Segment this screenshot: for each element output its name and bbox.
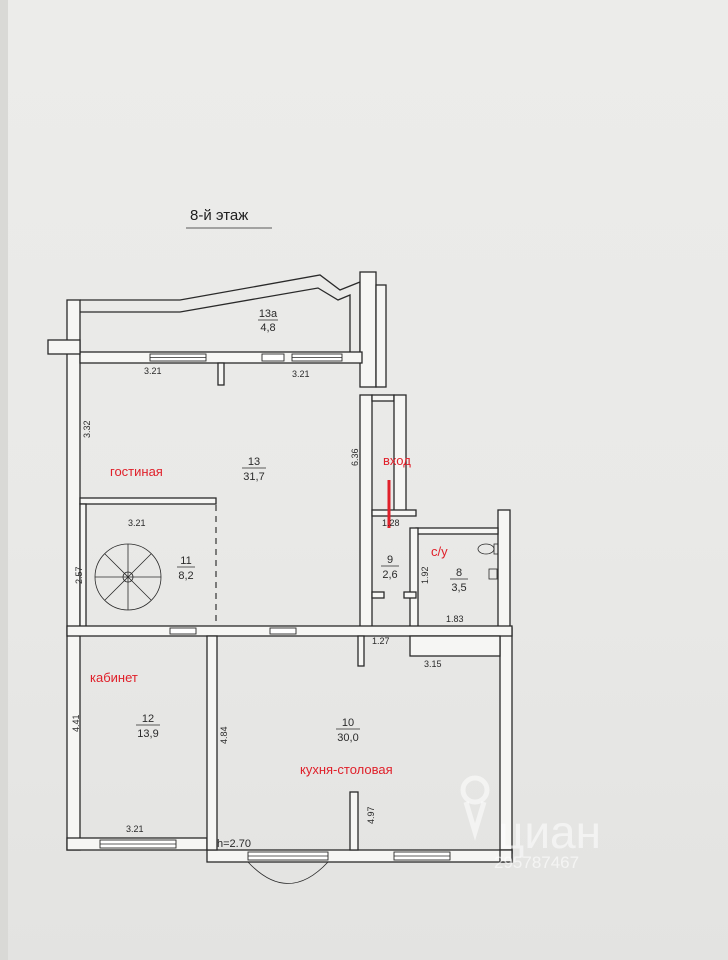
room-12-number: 12 — [142, 713, 154, 725]
dimension-label: 6.36 — [350, 448, 360, 466]
room-8-name: с/у — [431, 544, 448, 559]
room-11-number: 11 — [180, 555, 191, 567]
dimension-label: 1.27 — [372, 636, 390, 646]
room-13a-area: 4,8 — [260, 322, 275, 334]
floor-title: 8-й этаж — [190, 207, 248, 224]
dimension-label: 3.21 — [128, 518, 146, 528]
watermark-id: 295787467 — [494, 853, 579, 872]
room-10-area: 30,0 — [337, 732, 358, 744]
room-13a-number: 13а — [259, 308, 278, 320]
dimension-label: 1.28 — [382, 518, 400, 528]
interior-walls — [47, 339, 513, 851]
dimension-label: 3.21 — [292, 369, 310, 379]
dimension-label: 3.32 — [82, 420, 92, 438]
room-8-area: 3,5 — [451, 582, 466, 594]
dimension-label: 3.21 — [144, 366, 162, 376]
dimension-label: 4.97 — [366, 806, 376, 824]
ceiling-height: h=2.70 — [217, 838, 251, 850]
room-10-number: 10 — [342, 717, 354, 729]
watermark-brand: циан — [498, 806, 601, 858]
dimension-label: 1.83 — [446, 614, 464, 624]
outer-walls — [66, 271, 513, 863]
windows — [99, 353, 451, 884]
watermark: циан 295787467 — [460, 775, 601, 872]
room-11-area: 8,2 — [178, 570, 193, 582]
dimension-label: 3.15 — [424, 659, 442, 669]
room-12-area: 13,9 — [137, 728, 158, 740]
room-10-name: кухня-столовая — [300, 762, 393, 777]
room-12-name: кабинет — [90, 670, 138, 685]
room-9-area: 2,6 — [382, 569, 397, 581]
location-pin-icon — [460, 775, 490, 841]
dimension-label: 4.41 — [71, 714, 81, 732]
room-13-number: 13 — [248, 456, 260, 468]
room-9-number: 9 — [387, 554, 393, 566]
dimension-labels: 3.21 3.21 3.32 6.36 3.21 2.57 1.28 1.92 … — [71, 366, 464, 834]
room-labels: 13а 4,8 13 31,7 гостиная 11 8,2 9 2,6 8 … — [90, 308, 468, 777]
entrance-label: вход — [383, 453, 411, 468]
toilet-icon — [477, 543, 499, 555]
dimension-label: 4.84 — [219, 726, 229, 744]
dimension-label: 3.21 — [126, 824, 144, 834]
room-8-number: 8 — [456, 567, 462, 579]
room-13-area: 31,7 — [243, 471, 264, 483]
room-13-name: гостиная — [110, 464, 163, 479]
dimension-label: 2.57 — [74, 566, 84, 584]
sink-icon — [488, 568, 498, 580]
spiral-staircase — [94, 543, 162, 611]
dimension-label: 1.92 — [420, 566, 430, 584]
